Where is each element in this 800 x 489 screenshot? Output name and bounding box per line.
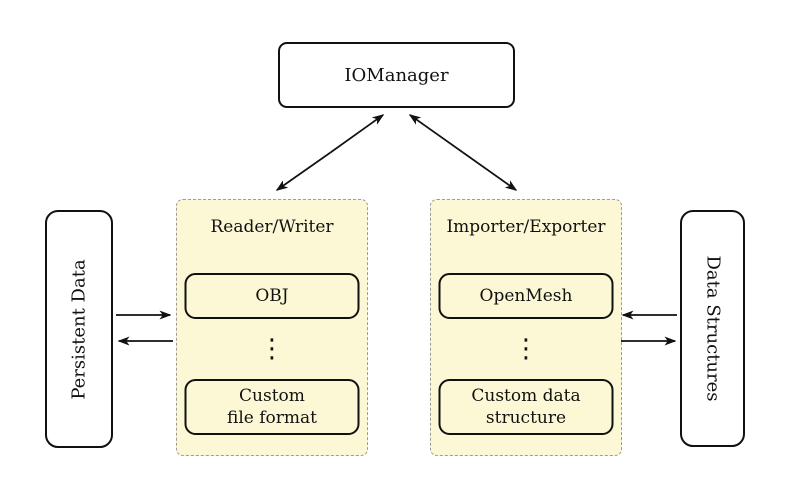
arrow-iomanager-readerwriter-down bbox=[275, 151, 331, 191]
vertical-ellipsis-icon: ⋮ bbox=[259, 334, 285, 364]
custom-data-structure-label: Custom data structure bbox=[471, 385, 581, 428]
obj-box: OBJ bbox=[184, 273, 360, 319]
data-structures-label: Data Structures bbox=[702, 255, 724, 402]
reader-writer-panel: Reader/Writer OBJ ⋮ Custom file format bbox=[176, 199, 368, 456]
iomanager-label: IOManager bbox=[344, 64, 449, 86]
data-structures-box: Data Structures bbox=[680, 210, 745, 447]
vertical-ellipsis-icon: ⋮ bbox=[513, 334, 539, 364]
reader-writer-title: Reader/Writer bbox=[210, 217, 334, 237]
iomanager-box: IOManager bbox=[278, 42, 515, 108]
importer-exporter-panel: Importer/Exporter OpenMesh ⋮ Custom data… bbox=[430, 199, 622, 456]
custom-data-structure-box: Custom data structure bbox=[438, 379, 614, 435]
importer-exporter-title: Importer/Exporter bbox=[446, 217, 606, 237]
arrow-iomanager-importerexporter-up bbox=[408, 114, 464, 154]
openmesh-box: OpenMesh bbox=[438, 273, 614, 319]
persistent-data-label: Persistent Data bbox=[68, 258, 90, 400]
arrow-iomanager-importerexporter-down bbox=[462, 151, 518, 191]
openmesh-label: OpenMesh bbox=[479, 285, 573, 306]
obj-label: OBJ bbox=[255, 285, 289, 306]
custom-file-format-label: Custom file format bbox=[227, 385, 317, 428]
custom-file-format-box: Custom file format bbox=[184, 379, 360, 435]
persistent-data-box: Persistent Data bbox=[45, 210, 113, 448]
arrow-iomanager-readerwriter-up bbox=[330, 114, 385, 154]
